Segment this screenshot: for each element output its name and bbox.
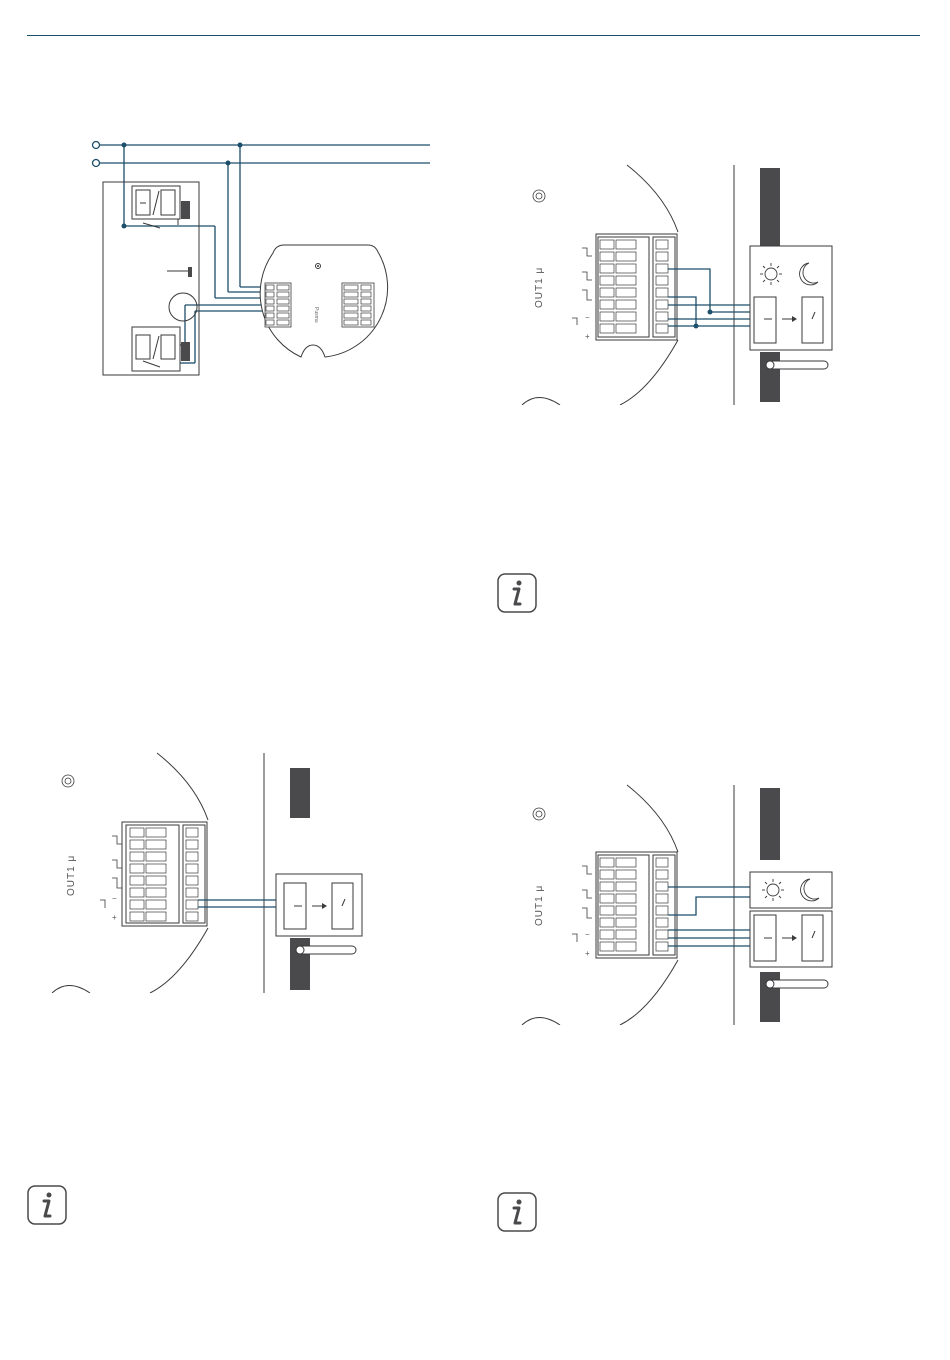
minus-mark: −: [112, 894, 117, 903]
screw-icon: [766, 361, 828, 369]
out-label: OUT1 μ: [66, 855, 77, 896]
out-label: OUT1 μ: [534, 885, 545, 926]
plus-mark: +: [585, 949, 590, 958]
module-label: Pusmu: [313, 307, 319, 323]
screw-icon: [296, 946, 356, 954]
screw-icon: [766, 980, 828, 988]
wiring-with-sensor-and-switch: OUT1 μ + −: [520, 160, 840, 405]
minus-mark: −: [585, 930, 590, 939]
plus-mark: +: [585, 332, 590, 341]
header-rule: [27, 35, 920, 36]
info-icon: [27, 1185, 67, 1225]
plus-mark: +: [112, 913, 117, 922]
wiring-separate-sensor-and-switch: OUT1 μ + −: [520, 780, 840, 1025]
wiring-switch-only: OUT1 μ + −: [50, 748, 370, 993]
overview-wiring-diagram: Pusmu: [85, 135, 435, 380]
out-label: OUT1 μ: [534, 267, 545, 308]
info-icon: [497, 573, 537, 613]
info-icon: [497, 1192, 537, 1232]
minus-mark: −: [585, 313, 590, 322]
